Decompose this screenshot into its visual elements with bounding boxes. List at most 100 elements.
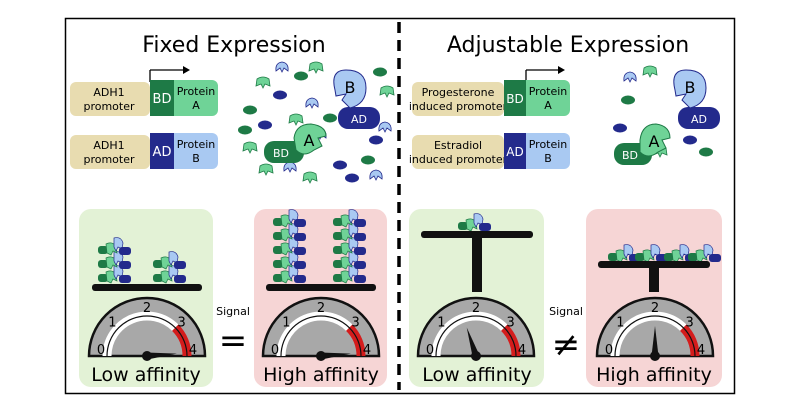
gauge-dial: 01 2 34	[595, 296, 715, 361]
adjustable-construct-bd: Progesterone induced promoter BD Protein…	[409, 66, 570, 116]
protein-b-complex: AD B	[333, 69, 380, 129]
gauge-tick-label: 1	[282, 315, 290, 330]
gauge-body	[261, 296, 381, 358]
gauge-needle	[146, 352, 177, 360]
promoter-box	[412, 135, 504, 169]
protein-a-box	[526, 80, 570, 116]
gauge-tick-label: 3	[507, 315, 515, 330]
low-affinity-label: Low affinity	[91, 364, 200, 386]
protein-b-complex: AD B	[673, 69, 720, 129]
bd-label: BD	[273, 147, 289, 160]
figure-frame	[64, 17, 736, 395]
ad-domain-box	[504, 133, 526, 169]
gauge-tick-label: 4	[363, 343, 371, 358]
gauge-dial: 01 2 34	[416, 296, 536, 361]
high-affinity-label: High affinity	[263, 364, 379, 386]
promoter-label: Estradiol	[434, 139, 482, 152]
gauge-tick-label: 2	[317, 301, 325, 316]
gauge-tick-label: 1	[108, 315, 116, 330]
protein-a-complex: BD A	[264, 123, 327, 163]
gauge-body	[87, 296, 207, 358]
arrow-icon	[558, 66, 565, 74]
gauge-hub	[142, 351, 152, 361]
promoter-label: promoter	[83, 153, 135, 166]
high-affinity-label: High affinity	[596, 364, 712, 386]
ad-label: AD	[351, 113, 367, 126]
scale-post	[649, 267, 659, 292]
promoter-box	[70, 82, 150, 116]
protein-label: A	[192, 99, 200, 112]
gauge-tick-label: 3	[352, 315, 360, 330]
gauge-tick-label: 1	[616, 315, 624, 330]
protein-b-label: B	[685, 78, 696, 97]
protein-label: B	[192, 152, 200, 165]
signal-label: Signal	[549, 305, 583, 318]
protein-b-box	[526, 133, 570, 169]
protein-a-label: A	[304, 131, 315, 150]
gauge-tick-label: 0	[97, 343, 105, 358]
gauge-tick-label: 0	[605, 343, 613, 358]
low-affinity-label: Low affinity	[422, 364, 531, 386]
signal-label: Signal	[216, 305, 250, 318]
gauge-tick-label: 0	[426, 343, 434, 358]
protein-label: Protein	[529, 138, 568, 151]
domain-label: AD	[506, 145, 523, 159]
fixed-construct-bd: ADH1 promoter BD Protein A	[70, 66, 218, 116]
gauge-body	[416, 296, 536, 358]
gauge-tick-label: 2	[651, 301, 659, 316]
bd-domain-box	[504, 80, 526, 116]
protein-label: Protein	[177, 85, 216, 98]
promoter-label: induced promoter	[409, 153, 508, 166]
fixed-expression-title: Fixed Expression	[142, 33, 325, 58]
gauge-tick-label: 4	[189, 343, 197, 358]
promoter-box	[70, 135, 150, 169]
scale-pan	[266, 284, 376, 291]
protein-label: A	[544, 99, 552, 112]
protein-label: B	[544, 152, 552, 165]
protein-label: Protein	[529, 85, 568, 98]
protein-a-label: A	[649, 132, 660, 151]
gauge-needle	[466, 327, 480, 358]
arrow-icon	[183, 66, 190, 74]
bd-label: BD	[622, 149, 638, 162]
promoter-label: ADH1	[93, 86, 124, 99]
promoter-label: ADH1	[93, 139, 124, 152]
gauge-tick-label: 2	[143, 301, 151, 316]
promoter-label: promoter	[83, 100, 135, 113]
adjustable-expression-title: Adjustable Expression	[447, 33, 689, 58]
protein-a-complex: BD A	[614, 123, 671, 165]
gauge-needle	[651, 326, 659, 356]
gauge-tick-label: 1	[437, 315, 445, 330]
ad-domain-box	[150, 133, 174, 169]
gauge-tick-label: 0	[271, 343, 279, 358]
protein-b-box	[174, 133, 218, 169]
gauge-hub	[650, 351, 660, 361]
bd-domain-box	[150, 80, 174, 116]
gauge-needle	[320, 352, 351, 360]
domain-label: BD	[153, 92, 172, 107]
promoter-box	[412, 82, 504, 116]
protein-b-label: B	[345, 78, 356, 97]
gauge-tick-label: 2	[472, 301, 480, 316]
protein-label: Protein	[177, 138, 216, 151]
scale-pan	[598, 261, 710, 268]
promoter-label: Progesterone	[422, 86, 495, 99]
domain-label: BD	[506, 92, 523, 106]
gauge-tick-label: 4	[518, 343, 526, 358]
protein-a-box	[174, 80, 218, 116]
fixed-construct-ad: ADH1 promoter AD Protein B	[70, 133, 218, 169]
not-equals-symbol: ≠	[552, 325, 581, 365]
equals-symbol: =	[219, 321, 248, 361]
promoter-label: induced promoter	[409, 100, 508, 113]
gauge-hub	[471, 351, 481, 361]
gauge-tick-label: 3	[686, 315, 694, 330]
gauge-dial: 01 2 34	[261, 296, 381, 361]
gauge-tick-label: 4	[697, 343, 705, 358]
scale-post	[472, 237, 482, 292]
domain-label: AD	[153, 145, 172, 160]
scale-pan	[421, 231, 533, 238]
